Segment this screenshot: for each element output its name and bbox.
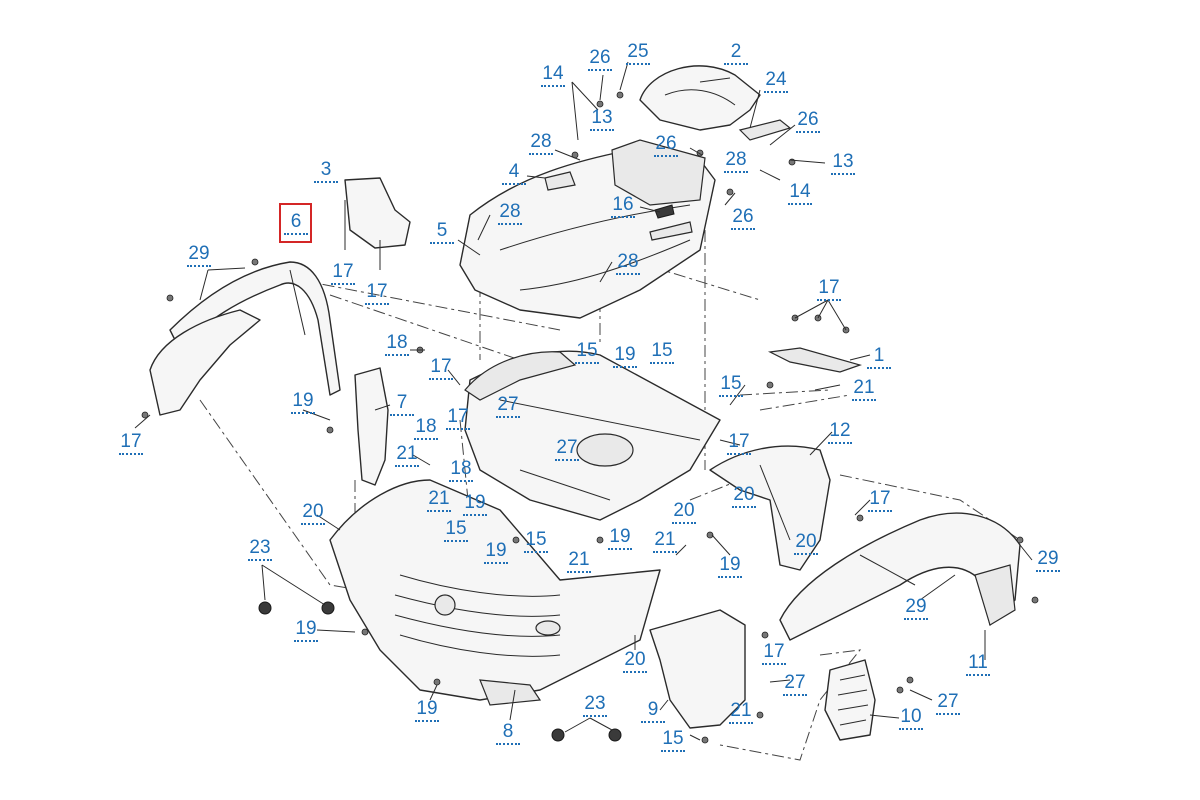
callout-21[interactable]: 21 (419, 489, 459, 512)
callout-29[interactable]: 29 (179, 244, 219, 267)
part-24-bracket (738, 119, 792, 141)
callout-25[interactable]: 25 (618, 42, 658, 65)
callout-10[interactable]: 10 (891, 707, 931, 730)
callout-11[interactable]: 11 (958, 653, 998, 676)
part-10-grille (824, 659, 876, 741)
callout-16[interactable]: 16 (603, 195, 643, 218)
callout-28[interactable]: 28 (608, 252, 648, 275)
callout-2[interactable]: 2 (716, 42, 756, 65)
callout-15[interactable]: 15 (516, 530, 556, 553)
callout-26[interactable]: 26 (646, 134, 686, 157)
callout-14[interactable]: 14 (780, 182, 820, 205)
callout-27[interactable]: 27 (547, 438, 587, 461)
callout-17[interactable]: 17 (357, 282, 397, 305)
callout-19[interactable]: 19 (600, 527, 640, 550)
callout-28[interactable]: 28 (521, 132, 561, 155)
callout-12[interactable]: 12 (820, 421, 860, 444)
callout-19[interactable]: 19 (476, 541, 516, 564)
callout-27[interactable]: 27 (775, 673, 815, 696)
callout-21[interactable]: 21 (559, 550, 599, 573)
callout-18[interactable]: 18 (441, 459, 481, 482)
part-9-lower-panel (649, 609, 746, 729)
callout-1[interactable]: 1 (859, 346, 899, 369)
callout-26[interactable]: 26 (788, 110, 828, 133)
part-5-seat-cover (459, 139, 716, 319)
callout-3[interactable]: 3 (306, 160, 346, 183)
callout-4[interactable]: 4 (494, 162, 534, 185)
callout-15[interactable]: 15 (642, 341, 682, 364)
callout-20[interactable]: 20 (724, 485, 764, 508)
callout-17[interactable]: 17 (323, 262, 363, 285)
callout-29[interactable]: 29 (1028, 549, 1068, 572)
part-2-upper-cover (639, 65, 761, 131)
callout-19[interactable]: 19 (286, 619, 326, 642)
callout-21[interactable]: 21 (844, 378, 884, 401)
part-6-front-fender-arch (149, 261, 341, 416)
part-7-side-panel (354, 367, 389, 486)
part-3-bracket (344, 177, 411, 270)
part-11-right-front-fender (779, 512, 1021, 641)
callout-21[interactable]: 21 (645, 530, 685, 553)
callout-5[interactable]: 5 (422, 221, 462, 244)
callout-20[interactable]: 20 (786, 532, 826, 555)
part-8-front-bumper (329, 479, 661, 706)
callout-28[interactable]: 28 (490, 202, 530, 225)
callout-26[interactable]: 26 (723, 207, 763, 230)
callout-28[interactable]: 28 (716, 150, 756, 173)
callout-15[interactable]: 15 (711, 374, 751, 397)
callout-17[interactable]: 17 (860, 489, 900, 512)
callout-17[interactable]: 17 (719, 432, 759, 455)
callout-15[interactable]: 15 (436, 519, 476, 542)
callout-21[interactable]: 21 (387, 444, 427, 467)
callout-6[interactable]: 6 (276, 212, 316, 235)
callout-19[interactable]: 19 (407, 699, 447, 722)
callout-27[interactable]: 27 (488, 395, 528, 418)
callout-7[interactable]: 7 (382, 393, 422, 416)
callout-23[interactable]: 23 (240, 538, 280, 561)
callout-13[interactable]: 13 (582, 108, 622, 131)
callout-8[interactable]: 8 (488, 722, 528, 745)
callout-27[interactable]: 27 (928, 692, 968, 715)
callout-18[interactable]: 18 (406, 417, 446, 440)
callout-17[interactable]: 17 (809, 278, 849, 301)
callout-17[interactable]: 17 (754, 642, 794, 665)
callout-9[interactable]: 9 (633, 700, 673, 723)
part-1-plate (767, 347, 862, 373)
callout-15[interactable]: 15 (567, 341, 607, 364)
callout-19[interactable]: 19 (455, 493, 495, 516)
callout-19[interactable]: 19 (710, 555, 750, 578)
callout-18[interactable]: 18 (377, 333, 417, 356)
callout-17[interactable]: 17 (421, 357, 461, 380)
callout-14[interactable]: 14 (533, 64, 573, 87)
callout-24[interactable]: 24 (756, 70, 796, 93)
callout-20[interactable]: 20 (293, 502, 333, 525)
callout-17[interactable]: 17 (438, 407, 478, 430)
body-frame (464, 350, 721, 521)
callout-15[interactable]: 15 (653, 729, 693, 752)
callout-20[interactable]: 20 (615, 650, 655, 673)
callout-20[interactable]: 20 (664, 501, 704, 524)
callout-26[interactable]: 26 (580, 48, 620, 71)
callout-19[interactable]: 19 (283, 391, 323, 414)
callout-23[interactable]: 23 (575, 694, 615, 717)
callout-29[interactable]: 29 (896, 597, 936, 620)
callout-19[interactable]: 19 (605, 345, 645, 368)
callout-21[interactable]: 21 (721, 701, 761, 724)
callout-17[interactable]: 17 (111, 432, 151, 455)
callout-13[interactable]: 13 (823, 152, 863, 175)
